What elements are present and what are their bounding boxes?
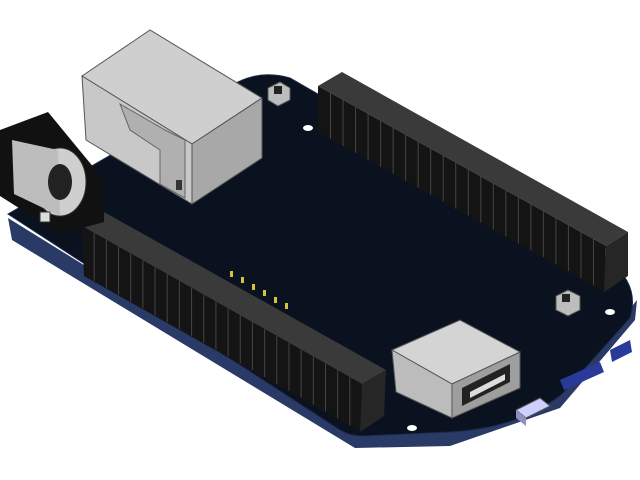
reset-button xyxy=(267,81,291,107)
left-pin-header xyxy=(82,212,386,432)
right-pin-header xyxy=(318,72,628,292)
usb-port xyxy=(390,319,522,419)
ethernet-jack xyxy=(81,29,263,205)
power-button xyxy=(555,289,581,317)
led-row xyxy=(230,271,288,309)
dc-power-jack xyxy=(0,112,104,234)
micro-usb-port xyxy=(515,397,551,426)
edge-connector xyxy=(560,340,632,390)
